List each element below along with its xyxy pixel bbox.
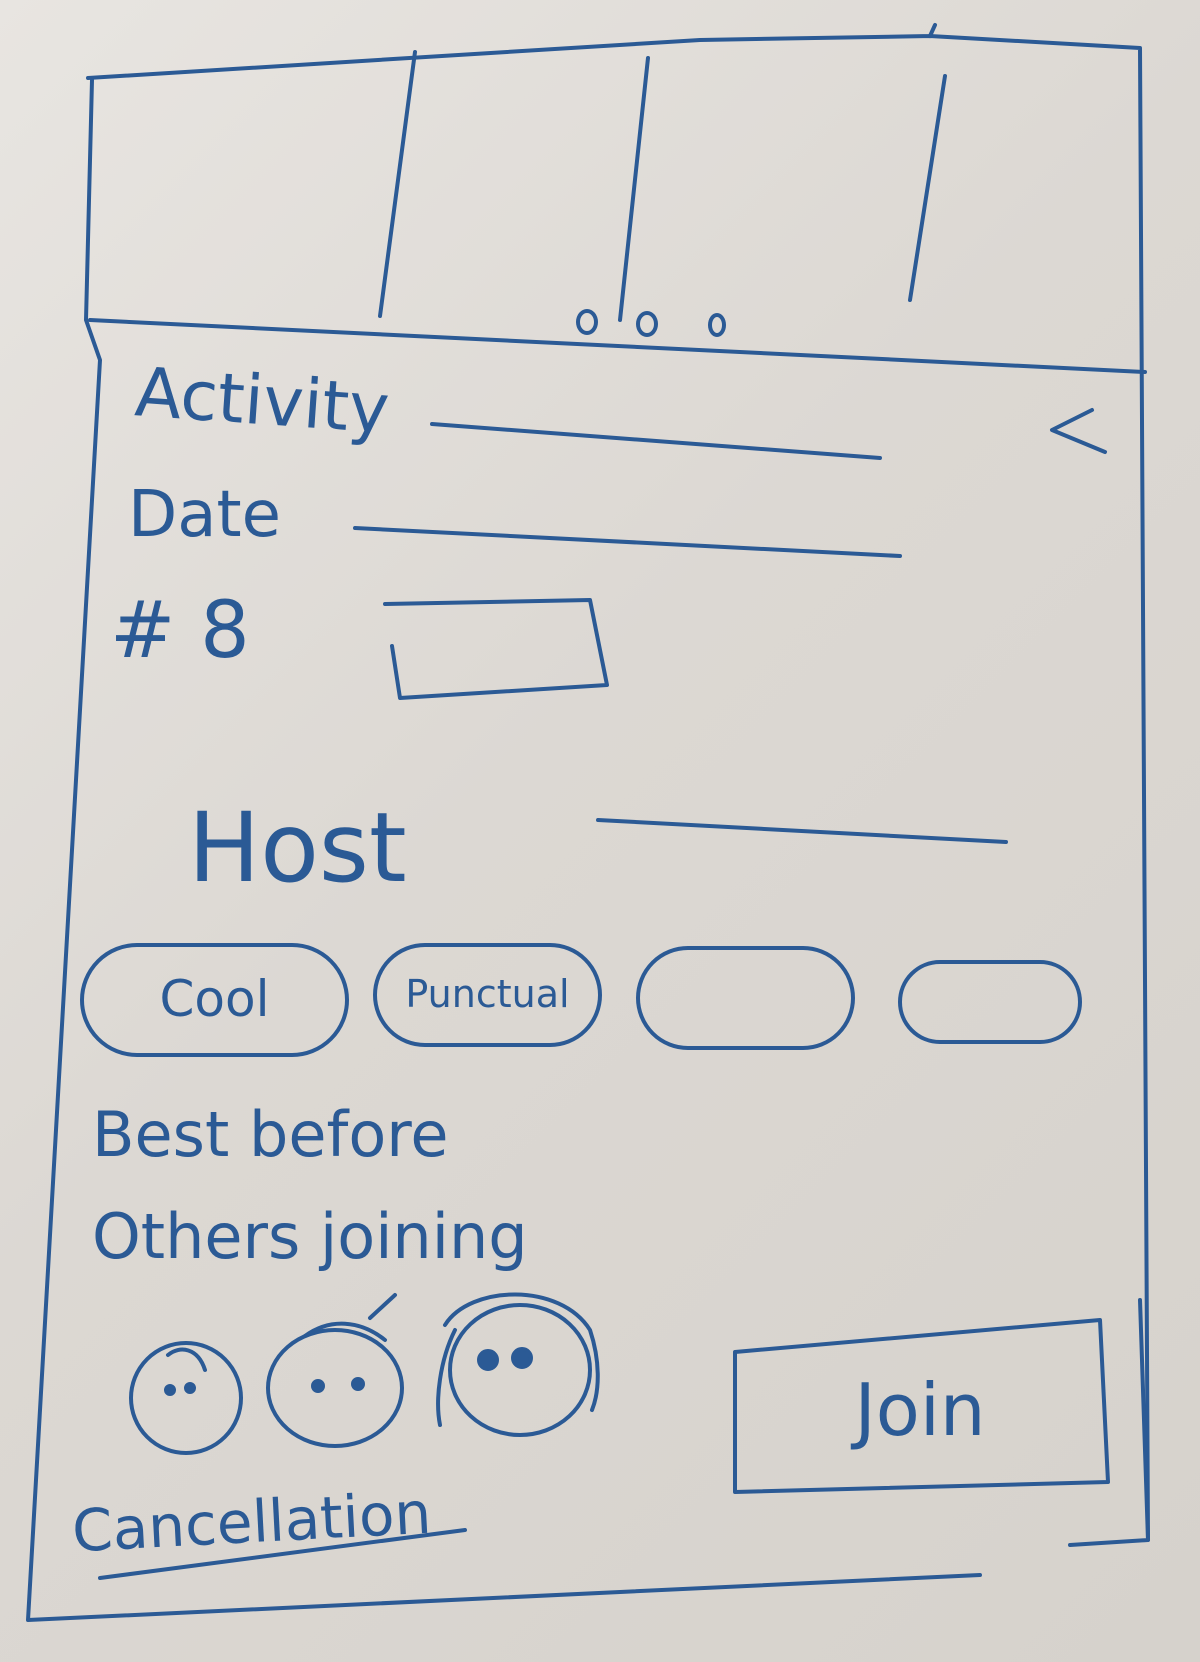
tag-pill	[373, 943, 602, 1047]
chevron-left-icon	[1050, 408, 1107, 454]
avatar-face-icon	[436, 1292, 600, 1437]
tag-pill	[80, 943, 349, 1057]
date-label: Date	[128, 478, 281, 552]
count-box	[383, 598, 609, 700]
join-button[interactable]: Join	[854, 1368, 986, 1452]
tag-pill	[898, 960, 1082, 1044]
phone-frame	[86, 34, 1150, 1547]
pagination-dot-icon[interactable]	[708, 313, 726, 337]
join-button-frame	[733, 1318, 1110, 1494]
carousel-slide-divider	[908, 74, 947, 302]
avatar-face-icon	[266, 1293, 404, 1448]
best-before-label: Best before	[92, 1098, 449, 1171]
tag-cool[interactable]: Cool	[159, 970, 270, 1028]
phone-frame-left	[26, 78, 982, 1622]
pagination-dot-icon[interactable]	[576, 309, 598, 335]
carousel-frame	[88, 318, 1147, 374]
carousel-slide-divider	[378, 50, 417, 318]
pagination-dot-icon[interactable]	[636, 311, 658, 337]
date-line	[353, 526, 902, 558]
tag-pill	[636, 946, 855, 1050]
pagination-dots[interactable]	[570, 305, 750, 345]
host-line	[596, 818, 1008, 844]
tag-punctual[interactable]: Punctual	[405, 972, 570, 1016]
participant-count: # 8	[110, 586, 250, 676]
host-label: Host	[188, 792, 407, 904]
cancellation-underline	[98, 1528, 467, 1580]
activity-line	[430, 422, 882, 460]
others-joining-label: Others joining	[92, 1200, 528, 1273]
avatar-face-icon	[129, 1341, 243, 1455]
carousel-slide-divider	[618, 56, 650, 322]
